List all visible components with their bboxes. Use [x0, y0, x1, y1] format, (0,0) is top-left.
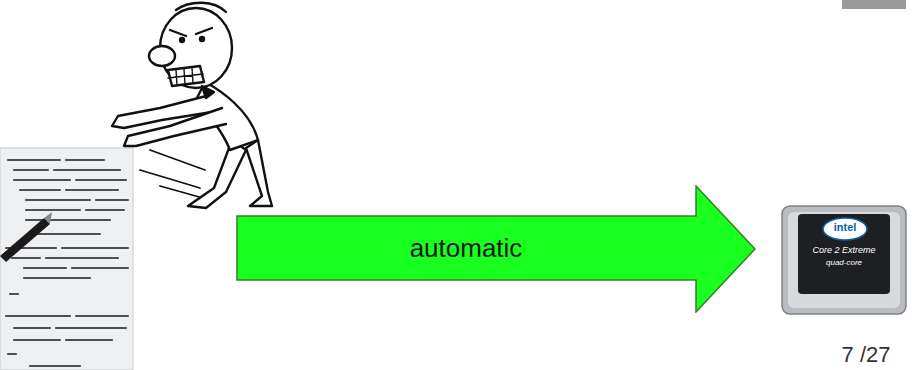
- chip-text: quad-core: [800, 259, 888, 268]
- pushing-man: [112, 3, 272, 208]
- chip-text: intel: [823, 221, 867, 233]
- arrow-polygon: [237, 186, 755, 312]
- arrow-label: automatic: [410, 233, 523, 264]
- chip-text: Core 2 Extreme: [800, 246, 888, 256]
- page-number: 7 /27: [826, 343, 906, 367]
- arrow-shape: automatic: [236, 185, 756, 313]
- cpu-chip: [782, 206, 906, 314]
- code-photo: [0, 148, 133, 370]
- image-fragment: [842, 0, 906, 9]
